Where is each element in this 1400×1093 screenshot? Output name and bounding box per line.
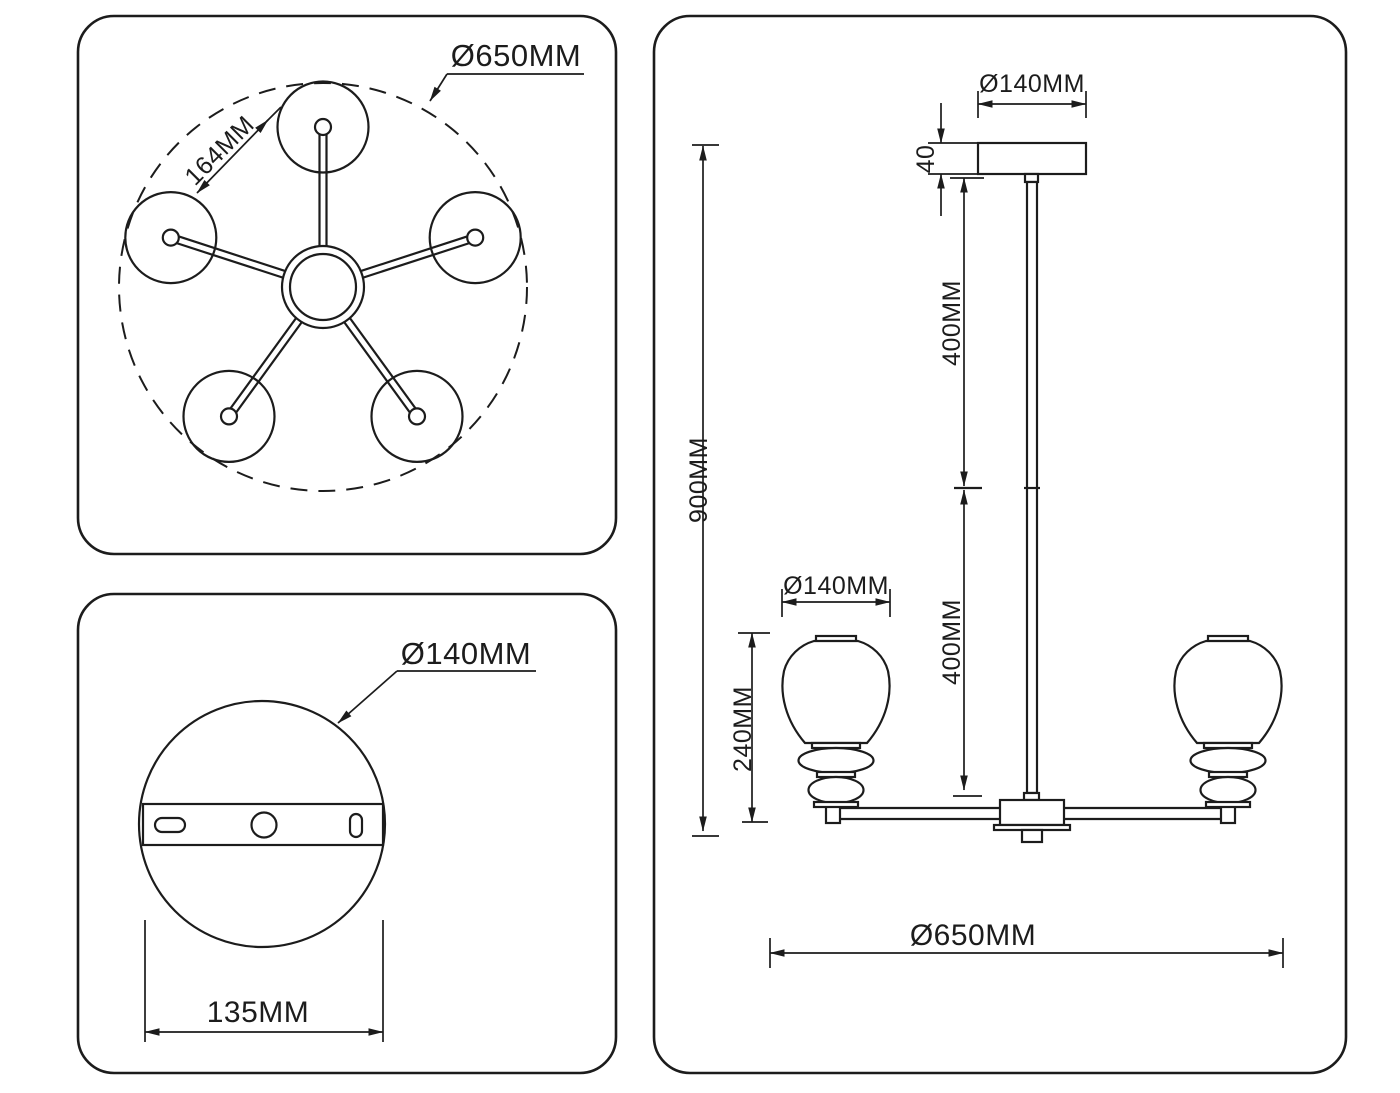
panel-border — [76, 592, 618, 1075]
overall-diameter-label: Ø650MM — [451, 38, 581, 73]
center-hub-inner-ring — [288, 252, 358, 322]
dim-shade-spacing-line — [196, 119, 269, 194]
glass-shade-left — [781, 634, 891, 809]
lamp-socket-left — [824, 804, 842, 825]
dim-canopy-height-label: 40 — [912, 145, 940, 174]
dim-rod-upper-label: 400MM — [938, 280, 966, 366]
canopy-diameter-leader — [337, 670, 398, 724]
dim-shade-dia-label: Ø140MM — [783, 572, 889, 600]
bracket-slot-right — [348, 812, 364, 839]
shade-small-bun — [1199, 775, 1257, 805]
glass-shade-right — [1173, 634, 1283, 809]
canopy-circle — [137, 699, 387, 949]
arm-end-joint — [161, 228, 180, 247]
dim-total-height-label: 900MM — [685, 437, 713, 523]
dim-hole-spacing-label: 135MM — [207, 996, 310, 1029]
panel-canopy-view: Ø140MM 135MM — [76, 592, 618, 1075]
shade-circle — [182, 369, 276, 463]
rod-top-collar — [1023, 172, 1040, 184]
canopy-diameter-label: Ø140MM — [401, 636, 531, 671]
arm-end-joint — [313, 117, 333, 137]
ceiling-canopy — [976, 141, 1088, 176]
bracket-slot-left — [153, 816, 187, 834]
dim-shade-spacing-label: 164MM — [179, 110, 260, 191]
dim-rod-lower-label: 400MM — [938, 599, 966, 685]
shade-bottom-cap — [812, 800, 860, 809]
shade-circle — [370, 369, 464, 463]
panel-border — [76, 14, 618, 556]
arm-end-joint — [407, 407, 427, 426]
arm — [318, 127, 328, 258]
overall-diameter-leader — [429, 73, 448, 102]
shade-big-body — [781, 639, 891, 745]
center-hub-block — [998, 798, 1066, 827]
arm — [336, 307, 421, 420]
panel-side-view: Ø140MM — [652, 14, 1348, 1075]
panel-border — [652, 14, 1348, 1075]
shade-small-bun — [807, 775, 865, 805]
shade-mid-bun — [1189, 746, 1267, 775]
arm — [169, 233, 297, 283]
lamp-socket-right — [1219, 804, 1237, 825]
mounting-bracket — [141, 802, 385, 847]
arm — [349, 233, 477, 283]
dim-shade-height-label: 240MM — [729, 686, 757, 772]
arm-end-joint — [219, 407, 239, 426]
hub-nub — [1020, 828, 1044, 844]
shade-circle — [428, 191, 522, 285]
shade-big-body — [1173, 639, 1283, 745]
arm — [225, 307, 310, 420]
shade-circle — [124, 191, 218, 285]
shade-mid-bun — [797, 746, 875, 775]
arm-end-joint — [466, 228, 485, 247]
shade-bottom-cap — [1204, 800, 1252, 809]
dim-canopy-dia-label: Ø140MM — [979, 70, 1085, 98]
bracket-center-hole — [250, 811, 278, 839]
outer-diameter-dashed-circle — [118, 82, 528, 492]
panel-top-view: 164MM Ø650MM — [76, 14, 618, 556]
dim-overall-width-label: Ø650MM — [910, 919, 1036, 952]
shade-circle — [276, 80, 370, 174]
dim-shade-spacing-ext — [265, 106, 282, 123]
